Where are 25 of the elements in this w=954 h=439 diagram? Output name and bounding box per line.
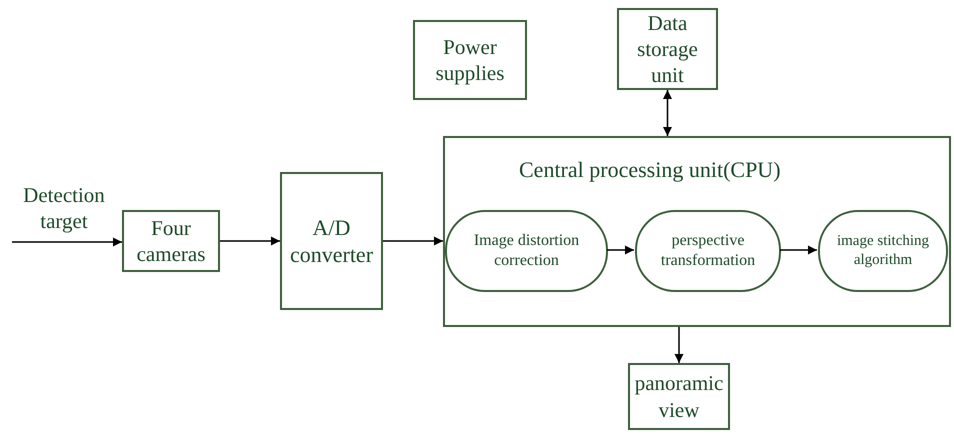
arrow [674, 327, 684, 363]
node-label: image stitching algorithm [836, 232, 930, 270]
process-box [280, 172, 383, 310]
process-pill [818, 210, 948, 292]
node-label: Detection target [22, 182, 106, 234]
process-box [413, 20, 527, 100]
process-box [628, 363, 730, 430]
node-label: Image distortion correction [472, 231, 580, 271]
process-pill [445, 210, 608, 292]
node-label: Power supplies [434, 34, 506, 86]
node-label: Data storage unit [636, 10, 699, 88]
node-label: Four cameras [136, 214, 206, 268]
process-box [617, 8, 718, 90]
arrow [220, 236, 280, 246]
node-label: perspective transformation [660, 231, 756, 271]
arrow [607, 246, 634, 254]
arrow [383, 236, 443, 246]
arrow [663, 90, 672, 136]
processor-box [443, 136, 951, 327]
node-label: A/D converter [288, 214, 374, 268]
arrow [780, 246, 817, 254]
node-label: Central processing unit(CPU) [519, 156, 781, 184]
arrow [12, 238, 122, 246]
node-label: panoramic view [634, 370, 724, 423]
process-box [122, 210, 220, 272]
